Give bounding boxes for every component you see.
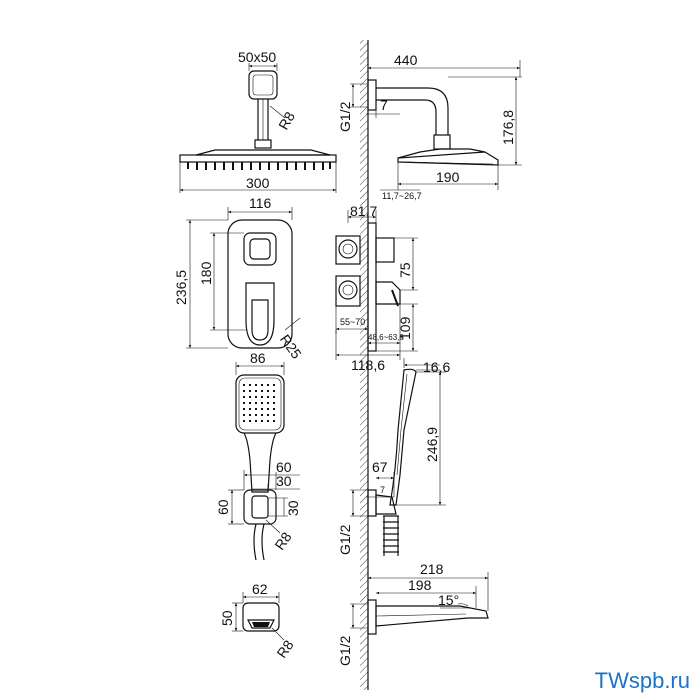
spout-front-view: 62 50 R8 bbox=[219, 581, 297, 661]
dim-plate-width: 116 bbox=[249, 195, 272, 211]
dim-spout-total: 218 bbox=[420, 561, 444, 577]
dim-plate-height-inner: 180 bbox=[198, 261, 214, 285]
dim-valve-depth: 81,7 bbox=[350, 203, 377, 219]
mixer-plate-front-view: 116 236,5 180 R25 bbox=[173, 195, 305, 362]
handshower-side-view: 16,6 246,9 67 7 G1/2 bbox=[337, 358, 450, 556]
hose-coil bbox=[383, 515, 399, 556]
dim-head-width-side: 190 bbox=[436, 169, 460, 185]
handshower-front-view: 86 60 30 60 30 R8 bbox=[215, 350, 301, 561]
shower-arm-side-view: 440 G1/2 7 176,8 190 11,7~26,7 bbox=[337, 52, 522, 201]
dim-holder-offset: 7 bbox=[380, 485, 385, 495]
dim-plate-radius: R25 bbox=[277, 331, 305, 361]
handshower-nozzle-grid bbox=[243, 384, 275, 422]
watermark: TWspb.ru bbox=[594, 668, 690, 693]
dim-spout-angle: 15° bbox=[438, 592, 459, 608]
dim-valve-spacing: 75 bbox=[397, 262, 413, 278]
head-nozzles bbox=[187, 162, 331, 170]
mixer-valve-side-view: 81,7 75 109 55~70 48,6~63,6 118,6 bbox=[335, 203, 418, 373]
dim-valve-total-depth: 118,6 bbox=[351, 357, 385, 373]
dim-arm-thread: G1/2 bbox=[337, 101, 353, 132]
dim-spout-base-height: 50 bbox=[219, 610, 235, 626]
dim-arm-height: 176,8 bbox=[500, 110, 516, 145]
dim-spout-length: 198 bbox=[408, 577, 432, 593]
dim-holder-radius: R8 bbox=[271, 529, 294, 553]
dim-holder-height-inner: 30 bbox=[285, 500, 301, 516]
dim-holder-thread: G1/2 bbox=[337, 524, 353, 555]
dim-plate-height: 236,5 bbox=[173, 270, 189, 305]
dim-handshower-length: 246,9 bbox=[424, 427, 440, 462]
dim-valve-small-range: 48,6~63,6 bbox=[368, 333, 404, 342]
dim-arm-offset: 7 bbox=[380, 97, 388, 113]
spout-side-view: 218 198 15° G1/2 bbox=[337, 561, 489, 666]
dim-arm-radius: R8 bbox=[275, 109, 298, 133]
dim-head-width-front: 300 bbox=[246, 175, 270, 191]
dim-spout-radius: R8 bbox=[273, 637, 296, 661]
shower-head-front-view: 50x50 R8 300 bbox=[179, 49, 337, 193]
dim-arm-length: 440 bbox=[394, 52, 418, 68]
dim-valve-lower-height: 109 bbox=[397, 316, 413, 340]
dim-holder-width-outer: 60 bbox=[276, 459, 292, 475]
dim-holder-depth: 67 bbox=[372, 459, 388, 475]
dim-handshower-thickness: 16,6 bbox=[423, 359, 450, 375]
dim-holder-height-outer: 60 bbox=[215, 499, 231, 515]
dim-valve-depth-range: 55~70 bbox=[340, 317, 365, 327]
dim-arm-square: 50x50 bbox=[238, 49, 276, 65]
dim-spout-thread: G1/2 bbox=[337, 635, 353, 666]
dim-handshower-width: 86 bbox=[250, 350, 266, 366]
dim-holder-width-inner: 30 bbox=[276, 473, 292, 489]
dim-spout-base-width: 62 bbox=[252, 581, 268, 597]
dim-head-thickness-range: 11,7~26,7 bbox=[382, 191, 422, 201]
